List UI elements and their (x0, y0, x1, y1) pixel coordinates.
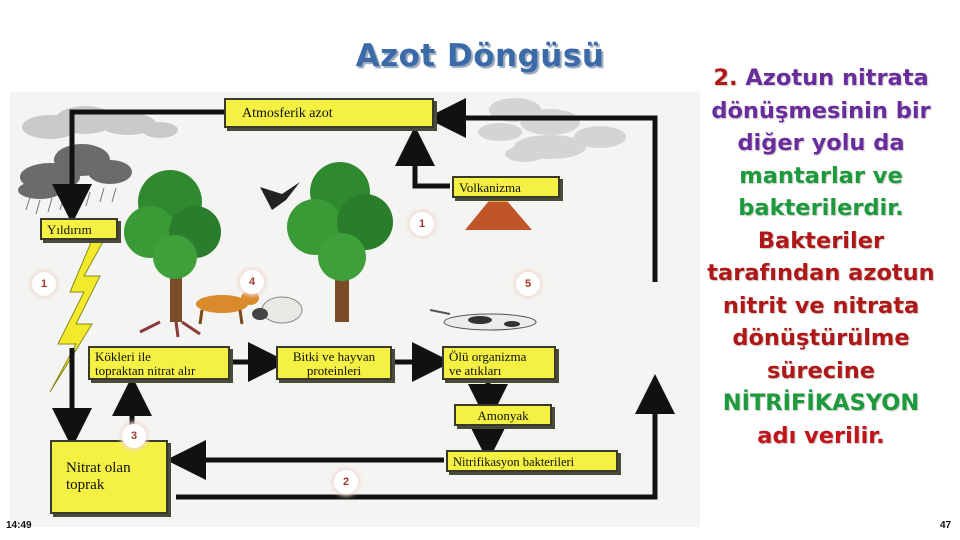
text-line-12: adı verilir. (757, 422, 885, 449)
storm-cloud (18, 144, 132, 199)
tree-left (124, 170, 221, 338)
lightning-label: Yıldırım (47, 222, 92, 237)
atmospheric-nitrogen-label: Atmosferik azot (242, 106, 333, 121)
volcanism-label: Volkanizma (459, 180, 521, 195)
diagram-graphics (18, 98, 675, 500)
footer-time: 14:49 (6, 520, 32, 531)
roots-absorb-box: Kökleri ile topraktan nitrat alır (88, 346, 230, 380)
plant-animal-protein-box: Bitki ve hayvan proteinleri (276, 346, 392, 380)
text-line-7: tarafından azotun (707, 260, 935, 286)
nitrification-bacteria-label: Nitrifikasyon bakterileri (453, 455, 575, 469)
step-badge: 5 (516, 272, 540, 296)
dead-organism-line1: Ölü organizma (449, 349, 527, 364)
text-line-3: diğer yolu da (737, 130, 905, 156)
volcanism-box: Volkanizma (452, 176, 560, 198)
text-line-10: sürecine (766, 357, 876, 384)
step-badge: 3 (122, 424, 146, 448)
ammonia-label: Amonyak (477, 408, 529, 423)
text-line-9: dönüştürülme (732, 325, 910, 351)
dead-organism-box: Ölü organizma ve atıkları (442, 346, 556, 380)
text-line-5: bakterilerdir. (738, 195, 904, 221)
step-badge: 4 (240, 270, 264, 294)
slide-title: Azot Döngüsü (355, 38, 605, 74)
text-line-11: NİTRİFİKASYON (722, 390, 920, 416)
footer-page-number: 47 (940, 520, 952, 531)
explanation-text: 2. Azotun nitrata dönüşmesinin bir diğer… (690, 62, 952, 452)
nitrification-bacteria-box: Nitrifikasyon bakterileri (446, 450, 618, 472)
nitrate-soil-line1: Nitrat olan (66, 460, 131, 476)
nitrate-soil-box: Nitrat olan toprak (50, 440, 168, 514)
text-line-2: dönüşmesinin bir (711, 97, 931, 124)
step-badge: 2 (334, 470, 358, 494)
tiger (196, 291, 259, 325)
plant-animal-line2: proteinleri (306, 363, 362, 378)
item-number: 2. (713, 65, 738, 91)
sheep (252, 296, 303, 324)
nitrogen-cycle-diagram: Atmosferik azot Volkanizma Yıldırım Kökl… (10, 92, 700, 527)
roots-absorb-line2: topraktan nitrat alır (95, 363, 196, 378)
bird (260, 182, 300, 210)
text-line-1: Azotun nitrata (737, 65, 929, 91)
dead-organism-line2: ve atıkları (449, 363, 502, 378)
atmospheric-nitrogen-box: Atmosferik azot (224, 98, 434, 128)
text-line-6: Bakteriler (757, 227, 885, 254)
dead-animal (429, 309, 537, 331)
step-badge: 1 (410, 212, 434, 236)
lightning-box: Yıldırım (40, 218, 118, 240)
ammonia-box: Amonyak (454, 404, 552, 426)
roots-absorb-line1: Kökleri ile (95, 349, 151, 364)
tree-right (287, 162, 393, 322)
nitrate-soil-line2: toprak (66, 477, 105, 493)
cloud-right (478, 98, 626, 162)
plant-animal-line1: Bitki ve hayvan (292, 349, 376, 364)
text-line-8: nitrit ve nitrata (722, 292, 920, 319)
step-badge: 1 (32, 272, 56, 296)
text-line-4: mantarlar ve (739, 162, 903, 189)
